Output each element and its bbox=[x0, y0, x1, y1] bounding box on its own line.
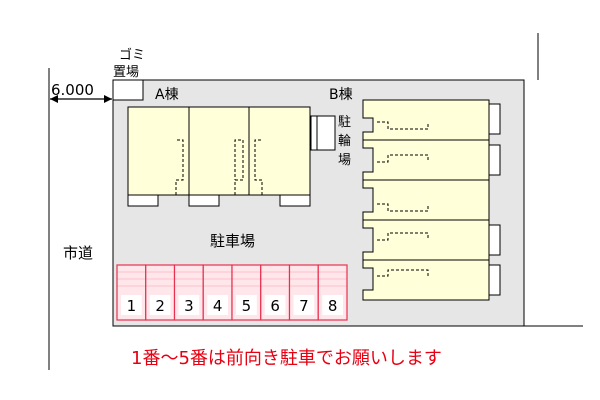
stairs-outline bbox=[234, 139, 244, 195]
notice-text: 1番～5番は前向き駐車でお願いします bbox=[131, 348, 442, 369]
bicycle-parking bbox=[310, 115, 336, 151]
bike-parking-label: 場 bbox=[338, 153, 351, 168]
building-a bbox=[127, 106, 311, 196]
parking-lot-label: 駐車場 bbox=[210, 232, 255, 250]
garbage-area bbox=[112, 79, 144, 101]
parking-space-number: 1 bbox=[127, 297, 137, 315]
parking-space-number: 8 bbox=[328, 297, 338, 315]
parking-space-number: 7 bbox=[299, 297, 309, 315]
bike-parking-label: 輪 bbox=[338, 133, 351, 149]
building-b bbox=[362, 99, 501, 301]
parking-space-number: 2 bbox=[155, 297, 165, 315]
garbage-label: 置場 bbox=[113, 65, 139, 80]
building-b-label: B棟 bbox=[329, 87, 353, 103]
bike-parking-label: 駐 bbox=[338, 115, 351, 130]
balcony bbox=[188, 194, 220, 207]
parking-space-number: 4 bbox=[213, 297, 223, 315]
arrow-left-icon bbox=[50, 95, 58, 103]
balcony bbox=[127, 194, 159, 207]
building-a-label: A棟 bbox=[155, 87, 179, 103]
road-width-label: 6.000 bbox=[51, 81, 94, 99]
parking-space-number: 5 bbox=[242, 297, 252, 315]
arrow-right-icon bbox=[104, 95, 112, 103]
stairs-outline bbox=[254, 139, 263, 195]
garbage-label: ゴミ bbox=[119, 47, 145, 63]
city-road-label: 市道 bbox=[63, 244, 93, 262]
parking-space-number: 3 bbox=[184, 297, 194, 315]
stairs-outline bbox=[175, 139, 184, 195]
balcony bbox=[279, 194, 311, 207]
parking-space-number: 6 bbox=[270, 297, 280, 315]
